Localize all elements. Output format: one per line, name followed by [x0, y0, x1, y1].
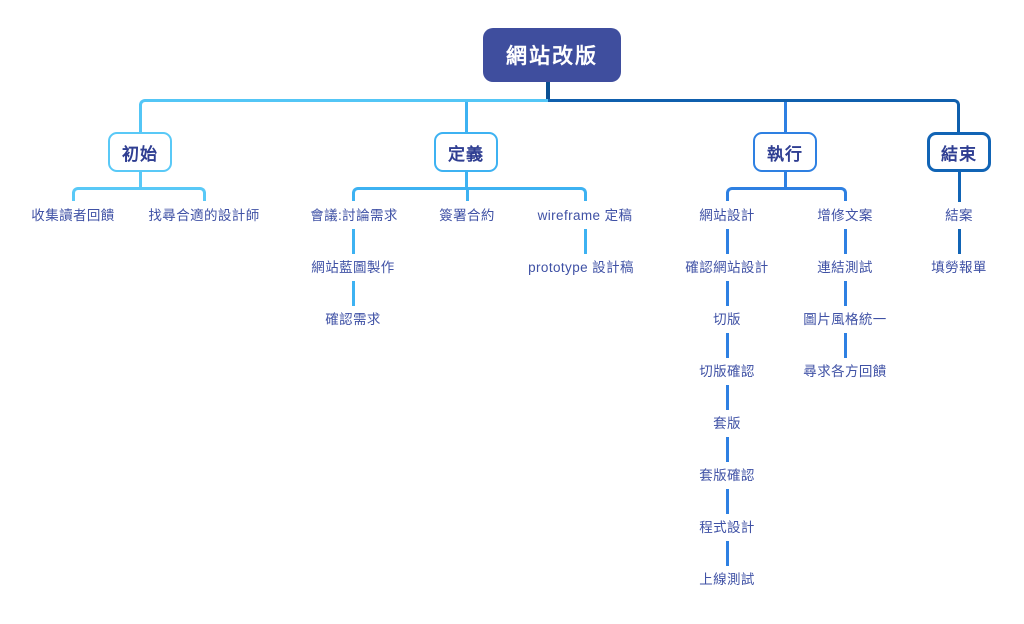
end-stem-connector — [957, 172, 961, 202]
branch-topic-define[interactable]: 定義 — [434, 132, 498, 172]
rail-right-connector — [548, 99, 960, 132]
chain-connector — [725, 281, 729, 306]
leaf-topic[interactable]: wireframe 定稿 — [537, 208, 633, 223]
leaf-topic[interactable]: 套版確認 — [699, 468, 755, 483]
leaf-topic[interactable]: 確認網站設計 — [685, 260, 769, 275]
chain-connector — [725, 385, 729, 410]
leaf-topic[interactable]: 尋求各方回饋 — [803, 364, 887, 379]
leaf-topic[interactable]: 上線測試 — [699, 572, 755, 587]
leaf-topic[interactable]: 收集讀者回饋 — [31, 208, 115, 223]
leaf-topic[interactable]: 網站設計 — [699, 208, 755, 223]
leaf-topic[interactable]: 網站藍圖製作 — [311, 260, 395, 275]
leaf-topic[interactable]: 增修文案 — [817, 208, 873, 223]
leaf-topic[interactable]: 填勞報單 — [931, 260, 987, 275]
chain-connector — [843, 229, 847, 254]
leaf-topic[interactable]: prototype 設計稿 — [528, 260, 634, 275]
execute-split-connector — [725, 187, 847, 201]
leaf-topic[interactable]: 圖片風格統一 — [803, 312, 887, 327]
chain-connector — [725, 333, 729, 358]
root-stem-connector — [546, 82, 550, 100]
leaf-topic[interactable]: 找尋合適的設計師 — [148, 208, 260, 223]
define-middle-drop-connector — [465, 190, 469, 201]
chain-connector — [725, 437, 729, 462]
chain-connector — [351, 281, 355, 306]
chain-connector — [725, 229, 729, 254]
root-topic[interactable]: 網站改版 — [483, 28, 621, 82]
initial-split-connector — [71, 187, 206, 201]
branch-topic-end[interactable]: 結束 — [927, 132, 991, 172]
branch-drop-define — [464, 102, 468, 132]
chain-connector — [843, 333, 847, 358]
leaf-topic[interactable]: 簽署合約 — [439, 208, 495, 223]
chain-connector — [351, 229, 355, 254]
chain-connector — [583, 229, 587, 254]
branch-topic-initial[interactable]: 初始 — [108, 132, 172, 172]
leaf-topic[interactable]: 套版 — [713, 416, 741, 431]
rail-left-connector — [138, 99, 548, 132]
define-split-connector — [351, 187, 587, 201]
leaf-topic[interactable]: 切版確認 — [699, 364, 755, 379]
leaf-topic[interactable]: 程式設計 — [699, 520, 755, 535]
leaf-topic[interactable]: 會議:討論需求 — [310, 208, 398, 223]
leaf-topic[interactable]: 結案 — [945, 208, 973, 223]
execute-stem-connector — [783, 172, 787, 187]
chain-connector — [957, 229, 961, 254]
leaf-topic[interactable]: 切版 — [713, 312, 741, 327]
define-stem-connector — [464, 172, 468, 187]
initial-stem-connector — [138, 172, 142, 187]
branch-topic-execute[interactable]: 執行 — [753, 132, 817, 172]
leaf-topic[interactable]: 連結測試 — [817, 260, 873, 275]
chain-connector — [725, 541, 729, 566]
leaf-topic[interactable]: 確認需求 — [325, 312, 381, 327]
chain-connector — [725, 489, 729, 514]
chain-connector — [843, 281, 847, 306]
branch-drop-execute — [783, 102, 787, 132]
